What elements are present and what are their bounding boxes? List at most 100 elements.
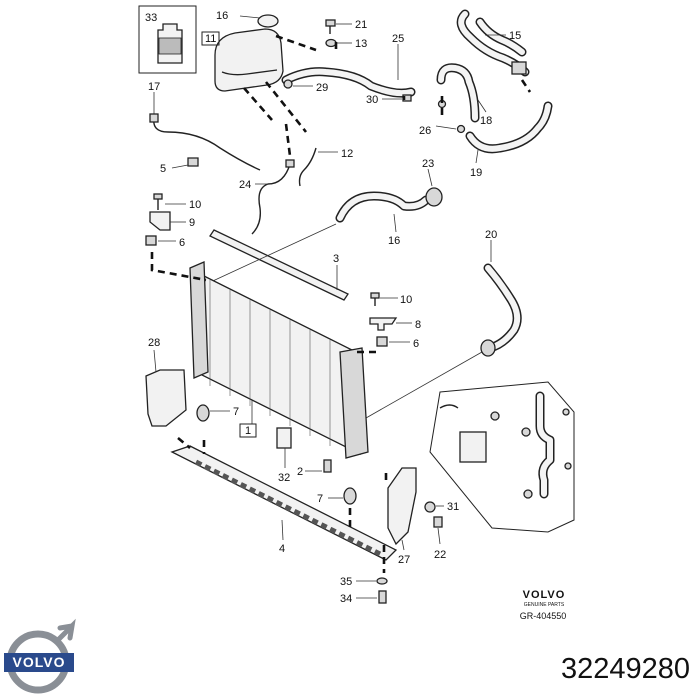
- mount-6-left-icon: [145, 235, 157, 246]
- callout-30: 30: [366, 94, 378, 106]
- callout-24: 24: [239, 179, 251, 191]
- callout-10-left: 10: [189, 199, 201, 211]
- wire-24: [251, 163, 291, 235]
- stud-2-icon: [323, 459, 332, 473]
- leader-16b: [393, 213, 397, 233]
- expansion-tank: 11 16: [201, 10, 284, 92]
- callout-6-right: 6: [413, 338, 419, 350]
- assembly-dash-lines: [150, 34, 532, 573]
- tank-seam-icon: [221, 69, 278, 76]
- bracket-27-icon: [387, 467, 417, 546]
- clamp-26b-icon: [456, 124, 466, 134]
- sensor-wiring: 17 5 24 12: [148, 81, 353, 235]
- wire-17: [153, 117, 261, 171]
- bolt-22-icon: [433, 516, 443, 528]
- callout-25: 25: [392, 33, 404, 45]
- callout-1: 1: [245, 425, 251, 437]
- callout-5: 5: [160, 163, 166, 175]
- radiator-left-tank: [189, 261, 209, 379]
- stamp-subtitle: GENUINE PARTS: [524, 602, 565, 608]
- seal-strip-3: 3: [209, 229, 349, 301]
- bolt-34-icon: [378, 590, 387, 604]
- callout-7-left: 7: [233, 406, 239, 418]
- callout-21: 21: [355, 19, 367, 31]
- bolt-10-icon: [153, 193, 163, 200]
- stamp-code: GR-404550: [520, 611, 567, 621]
- callout-23: 23: [422, 158, 434, 170]
- callout-1-box: [239, 423, 257, 438]
- hose-25: 25 29 30: [281, 33, 416, 106]
- callout-35: 35: [340, 576, 352, 588]
- callout-10-right: 10: [400, 294, 412, 306]
- callout-31: 31: [447, 501, 459, 513]
- callout-8: 8: [415, 319, 421, 331]
- callout-28: 28: [148, 337, 160, 349]
- callout-2: 2: [297, 466, 303, 478]
- callout-16-mid: 16: [388, 235, 400, 247]
- part-number: 32249280: [561, 653, 690, 685]
- deflector-ribs: [194, 459, 382, 557]
- clip-5-icon: [187, 157, 199, 167]
- rubber-mount-7-left-icon: [196, 404, 210, 422]
- connector-24-icon: [285, 159, 295, 168]
- bracket-28-icon: [145, 369, 187, 427]
- leader-27: [401, 539, 405, 551]
- leader-5: [171, 164, 189, 169]
- bolt-21-group: 21 13: [325, 19, 367, 50]
- radiator-right-tank: [339, 347, 369, 459]
- hose-18-19: 18 19 26: [419, 63, 553, 179]
- leader-23: [427, 168, 433, 187]
- callout-16-top: 16: [216, 10, 228, 22]
- hose-20: 20: [365, 229, 522, 419]
- volvo-logo: VOLVO: [4, 618, 76, 694]
- leader-22: [437, 527, 441, 545]
- coolant-bottle-box: 33: [138, 5, 197, 74]
- bracket-9-icon: [149, 211, 171, 231]
- lower-air-deflector-4: 4: [170, 445, 398, 561]
- callout-18: 18: [480, 115, 492, 127]
- callout-11: 11: [205, 33, 216, 45]
- insulator-32-icon: [276, 427, 292, 449]
- leader-18: [477, 99, 487, 113]
- clamp-29-icon: [283, 79, 293, 89]
- bolt-21-head-icon: [325, 19, 336, 27]
- volvo-genuine-parts-stamp: VOLVO GENUINE PARTS GR-404550: [520, 589, 567, 621]
- callout-4: 4: [279, 543, 285, 555]
- mount-6-right-icon: [376, 336, 388, 347]
- grommet-13-icon: [325, 38, 337, 48]
- callout-3: 3: [333, 253, 339, 265]
- leader-hose-to-radiator: [201, 223, 337, 287]
- radiator: 1: [189, 261, 369, 459]
- callout-19: 19: [470, 167, 482, 179]
- leader-26: [435, 125, 457, 130]
- callout-9: 9: [189, 217, 195, 229]
- connector-17-icon: [149, 113, 159, 123]
- callout-27: 27: [398, 554, 410, 566]
- callout-15: 15: [509, 30, 521, 42]
- callout-17: 17: [148, 81, 160, 93]
- washer-31-icon: [424, 501, 436, 513]
- leader-hose20-to-radiator: [365, 351, 483, 419]
- inset-detail-box: [429, 381, 575, 533]
- coolant-bottle-frame: [138, 5, 197, 74]
- hose-15-connector-icon: [511, 61, 527, 75]
- radiator-fins: [209, 280, 331, 446]
- hose-15: 15: [456, 9, 530, 77]
- callout-34: 34: [340, 593, 352, 605]
- left-lower-bracket: 28 7: [145, 337, 239, 427]
- leader-28: [153, 349, 157, 373]
- callout-13: 13: [355, 38, 367, 50]
- leader-16a: [239, 15, 261, 19]
- right-lower-bracket: 27 31 22: [387, 467, 459, 566]
- lower-center-parts: 32 2 7: [276, 427, 357, 505]
- callout-33: 33: [145, 12, 157, 24]
- bottle-label-icon: [158, 37, 182, 55]
- inset-frame: [429, 381, 575, 533]
- callout-6-left: 6: [179, 237, 185, 249]
- callout-11-box: [201, 31, 220, 46]
- inset-pipe-a-icon: [439, 404, 459, 409]
- wire-12: [298, 147, 317, 187]
- left-bracket-group: 10 9 6: [145, 193, 201, 249]
- inset-module-icon: [459, 431, 487, 463]
- bottom-fasteners: 35 34: [340, 576, 388, 605]
